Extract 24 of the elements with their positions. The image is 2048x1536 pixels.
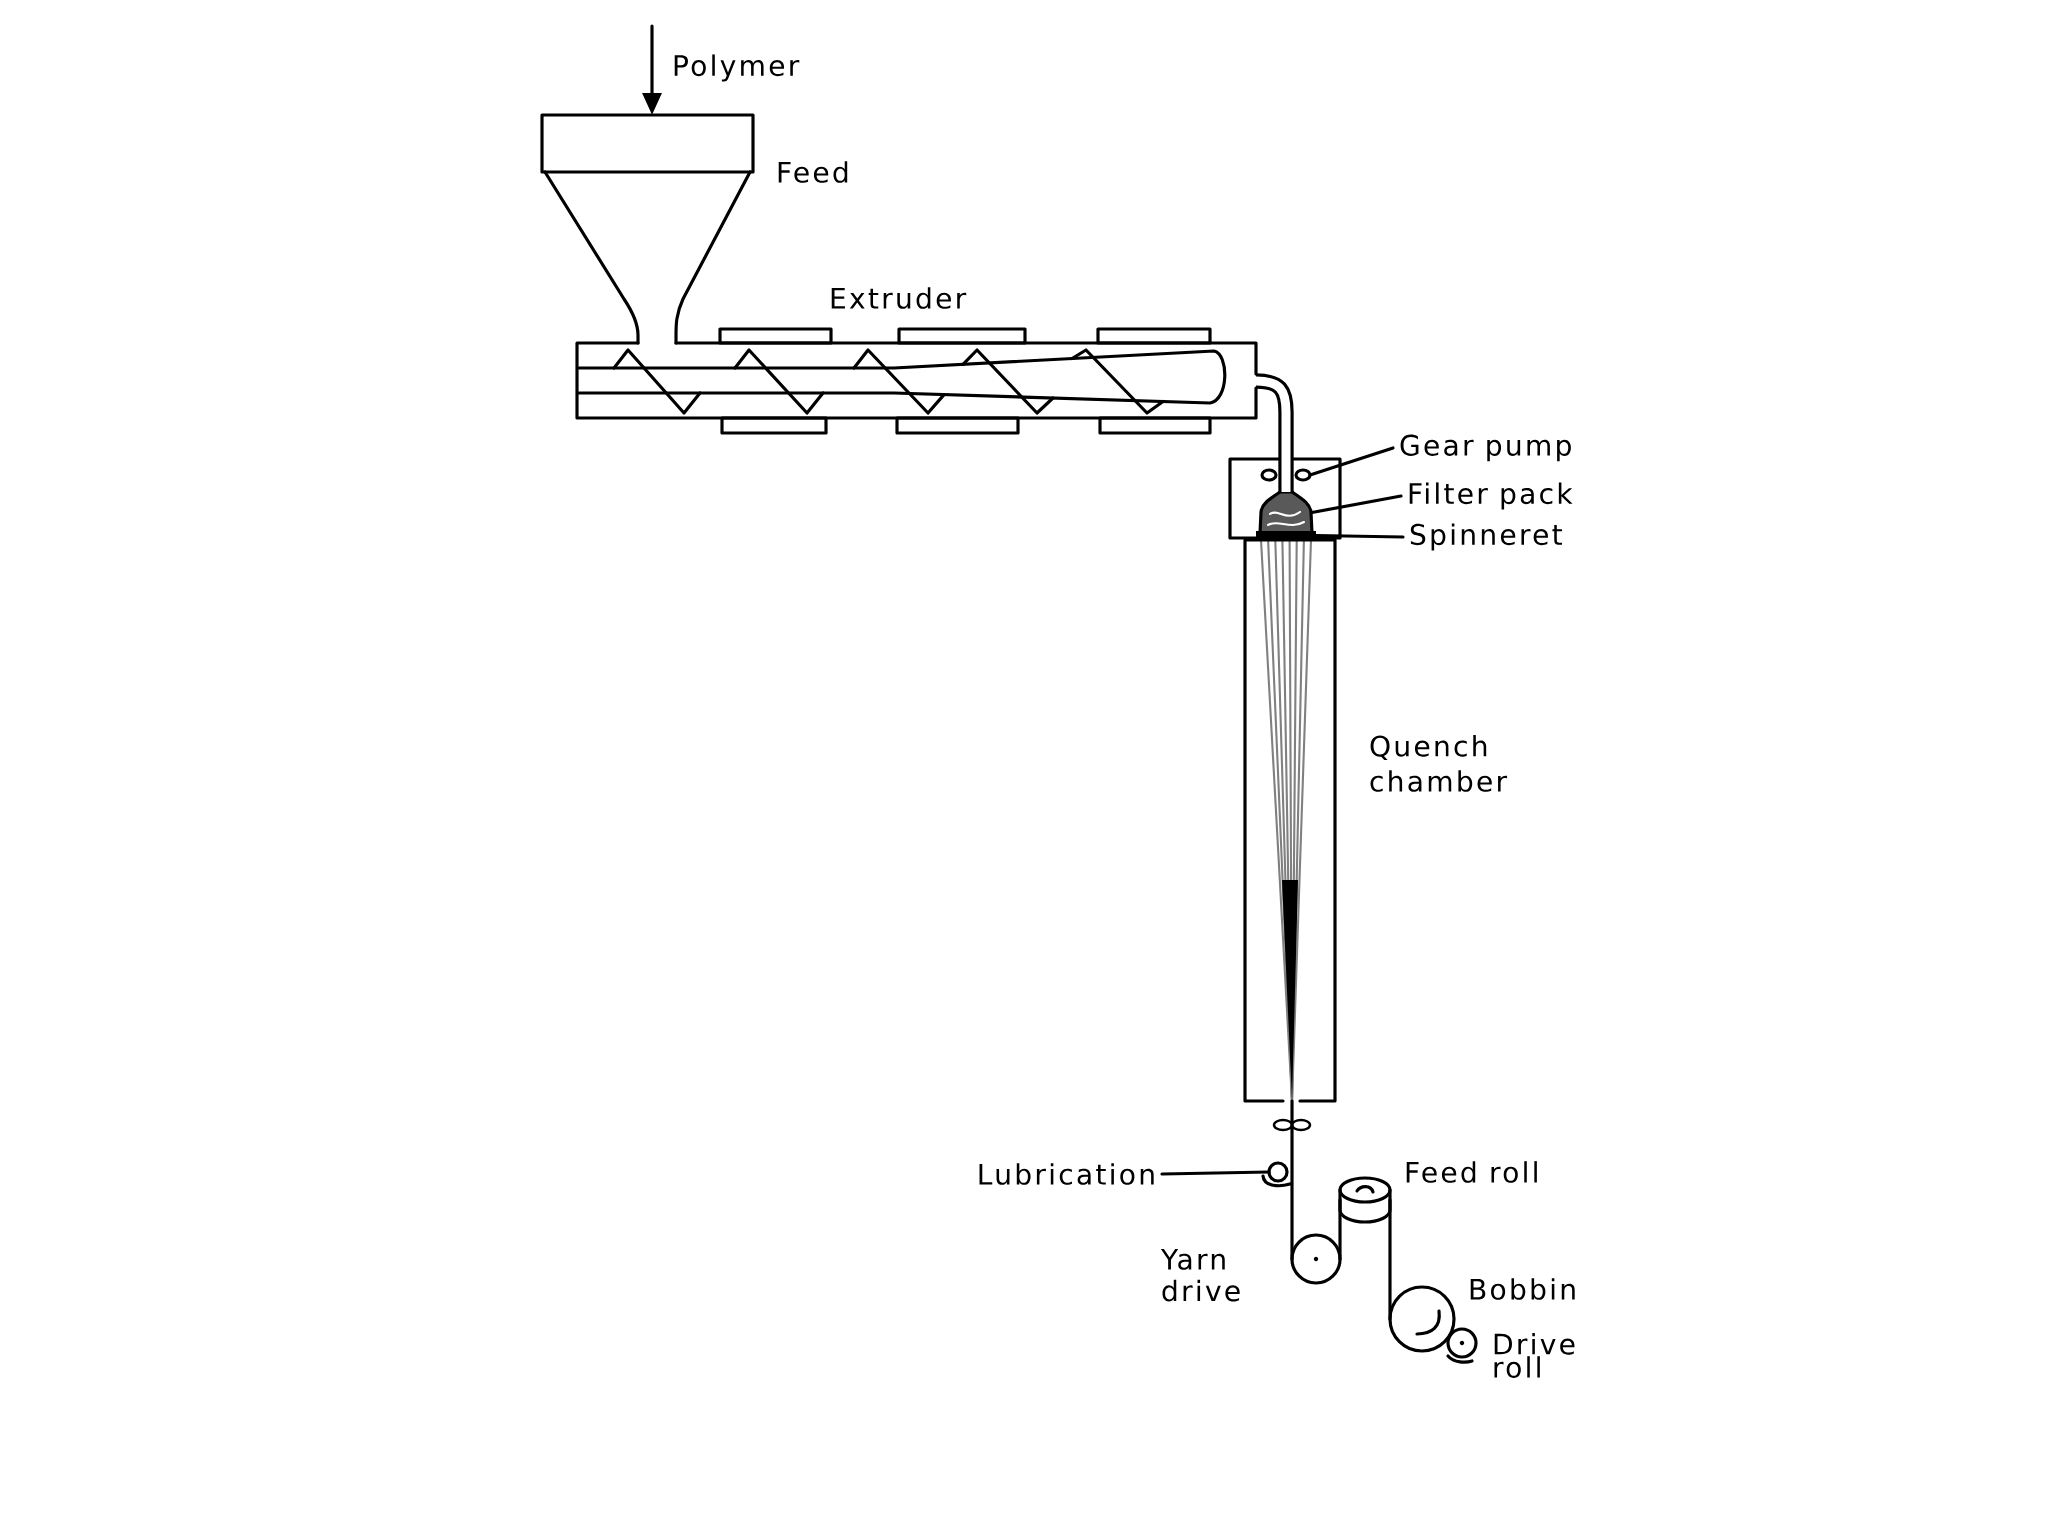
yarn-line [1290,1099,1294,1261]
edge-label: Polymer [666,49,805,87]
part-label: Feed roll [1406,1161,1537,1183]
spinneret-plate [1256,531,1316,540]
leader-line [1314,533,1405,539]
yarn-line [1338,1198,1342,1261]
part-label: Drive roll [1494,1333,1575,1378]
yarn-line [1388,1198,1392,1321]
part-label: Extruder [831,287,967,309]
lubrication-roll [1261,1161,1292,1188]
spin-pack-box [1228,457,1342,540]
leader-line [1308,446,1395,477]
part-label: Lubrication [979,1163,1154,1185]
part-label: Filter pack [1409,482,1573,510]
melt-pipe [1255,373,1294,492]
leader-line [1310,494,1403,515]
leader-line [1160,1170,1271,1176]
part-label: Bobbin [1470,1278,1575,1300]
part-label: Gear pump [1400,434,1571,462]
part-label: Feed [778,161,848,183]
gear-pump [1260,468,1312,482]
part-label: Spinneret [1410,523,1563,551]
part-label: Quench chamber [1370,735,1508,792]
part-label: Yarn drive [1160,1248,1240,1302]
